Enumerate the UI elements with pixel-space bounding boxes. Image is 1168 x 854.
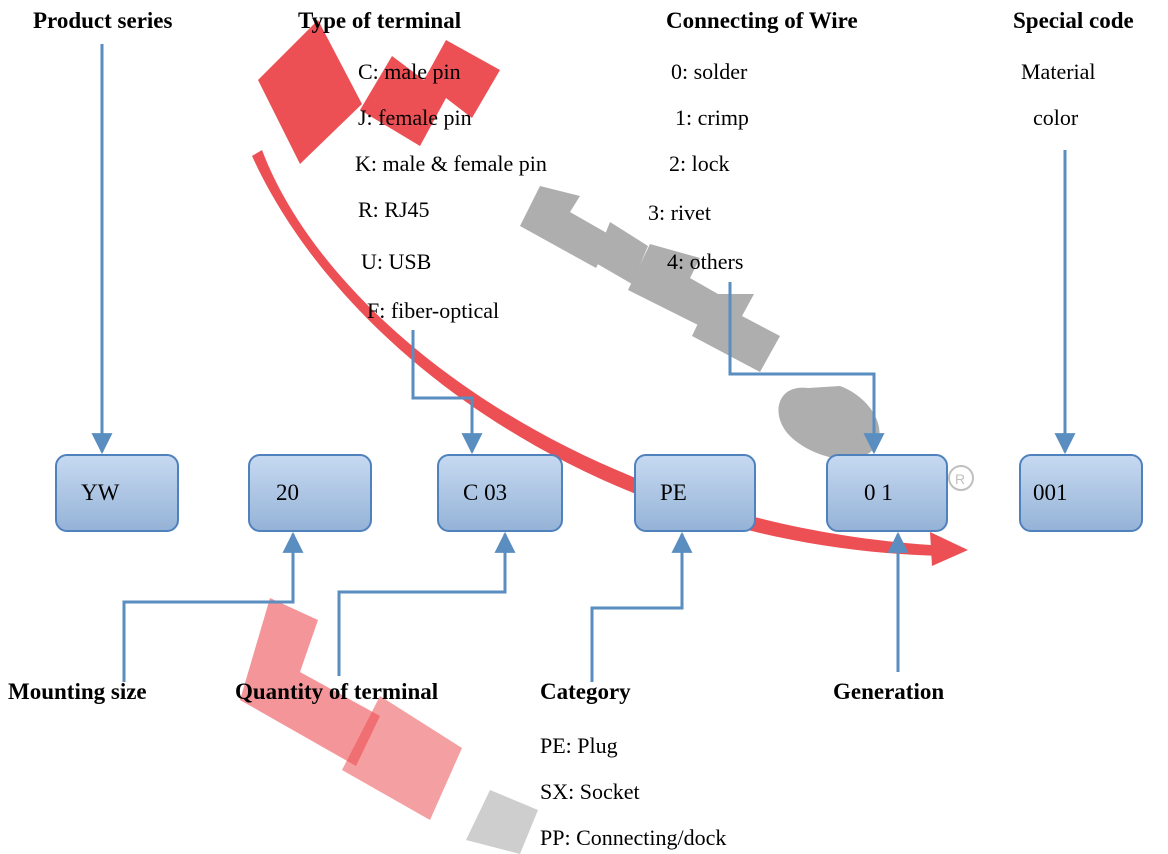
mounting-size-arrow [122,531,304,682]
watermark-lower-c [240,598,380,766]
watermark-letter-n2 [628,244,718,326]
special-code-item: color [1033,105,1079,130]
code-box-mounting: 20 [248,454,372,532]
code-box-special-value: 001 [1033,480,1068,505]
watermark-swoosh [252,150,950,556]
watermark-lower-grey [466,790,538,854]
category-heading: Category [540,679,631,704]
special-code-heading: Special code [1013,8,1134,33]
terminal-type-item: U: USB [361,249,432,274]
type-of-terminal-heading: Type of terminal [298,8,462,33]
registered-mark: R [955,471,965,487]
watermark-letter-l [520,186,612,268]
code-box-wire-generation-value: 0 1 [864,480,893,505]
connecting-of-wire-heading: Connecting of Wire [666,8,858,33]
terminal-type-item: R: RJ45 [358,197,430,222]
watermark-lower-n [342,696,462,820]
code-box-category-value: PE [660,480,687,505]
mounting-size-heading: Mounting size [8,679,147,704]
registered-mark-ring [948,465,974,491]
quantity-of-terminal-heading: Quantity of terminal [235,679,439,704]
wire-option-item: 1: crimp [675,105,749,130]
special-code-item: Material [1021,59,1096,84]
watermark-letter-c [258,20,362,164]
code-box-terminal: C 03 [437,454,563,532]
category-item: PE: Plug [540,733,618,758]
wire-option-item: 2: lock [669,151,730,176]
watermark-letter-k [692,294,780,372]
generation-heading: Generation [833,679,945,704]
code-box-wire-generation: 0 1 [826,454,948,532]
code-box-terminal-value: C 03 [463,480,508,505]
quantity-arrow [337,531,516,676]
product-series-heading: Product series [33,8,173,33]
code-box-special: 001 [1019,454,1143,532]
wire-option-item: 0: solder [671,59,748,84]
terminal-type-item: J: female pin [358,105,472,130]
terminal-type-arrow [411,330,483,455]
code-box-series-value: YW [81,480,120,505]
code-box-category: PE [634,454,756,532]
wire-option-item: 3: rivet [648,200,711,225]
wire-arrow [728,282,885,455]
category-item: PP: Connecting/dock [540,825,727,850]
watermark-letter-i [594,222,648,284]
watermark-letter-o [778,386,880,460]
terminal-type-item: F: fiber-optical [367,298,500,323]
code-box-mounting-value: 20 [276,480,299,505]
watermark-swoosh-tip [930,532,968,566]
watermark-letter-n [360,40,500,146]
terminal-type-item: K: male & female pin [355,151,547,176]
terminal-type-item: C: male pin [358,59,461,84]
category-arrow [590,531,693,682]
code-box-series: YW [55,454,179,532]
category-item: SX: Socket [540,779,640,804]
wire-option-item: 4: others [667,249,744,274]
